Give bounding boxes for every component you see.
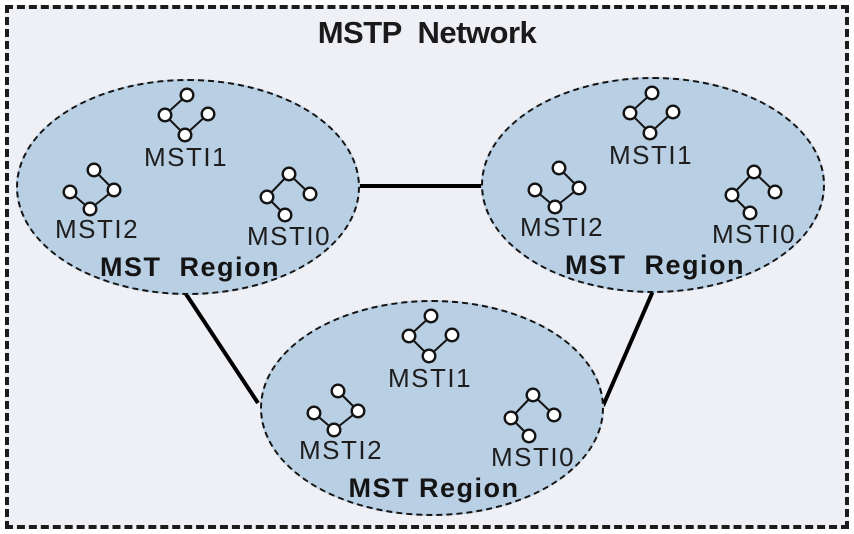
msti1-label: MSTI1 <box>608 140 694 170</box>
msti1-label: MSTI1 <box>143 142 229 172</box>
msti0-tree-icon <box>724 164 783 221</box>
diagram-title: MSTP Network <box>317 15 537 50</box>
link-topright-bottom <box>601 290 655 407</box>
msti1-tree-icon <box>157 87 216 143</box>
msti0-label: MSTI0 <box>490 442 576 472</box>
mst-region-label: MST Region <box>565 250 745 280</box>
mst-region-label: MST Region <box>348 473 520 503</box>
msti1-tree-icon <box>622 85 681 141</box>
mst-region-label: MST Region <box>100 252 280 282</box>
msti2-label: MSTI2 <box>54 214 140 244</box>
msti1-tree-icon <box>401 308 460 364</box>
msti2-label: MSTI2 <box>298 435 384 465</box>
mst-region-bottom: MSTI1 MSTI2 MSTI0 MST Region <box>260 300 604 516</box>
msti2-tree-icon <box>306 383 366 438</box>
msti2-label: MSTI2 <box>519 212 605 242</box>
msti0-label: MSTI0 <box>246 221 332 251</box>
msti0-tree-icon <box>259 166 318 223</box>
mst-region-top-right: MSTI1 MSTI2 MSTI0 MST Region <box>481 77 825 293</box>
msti2-tree-icon <box>62 162 122 217</box>
msti2-tree-icon <box>527 160 587 215</box>
msti1-label: MSTI1 <box>387 363 473 393</box>
msti0-label: MSTI0 <box>711 219 797 249</box>
msti0-tree-icon <box>503 387 562 444</box>
mst-region-top-left: MSTI1 MSTI2 MSTI0 MST Region <box>16 79 360 295</box>
link-topleft-bottom <box>180 286 260 405</box>
